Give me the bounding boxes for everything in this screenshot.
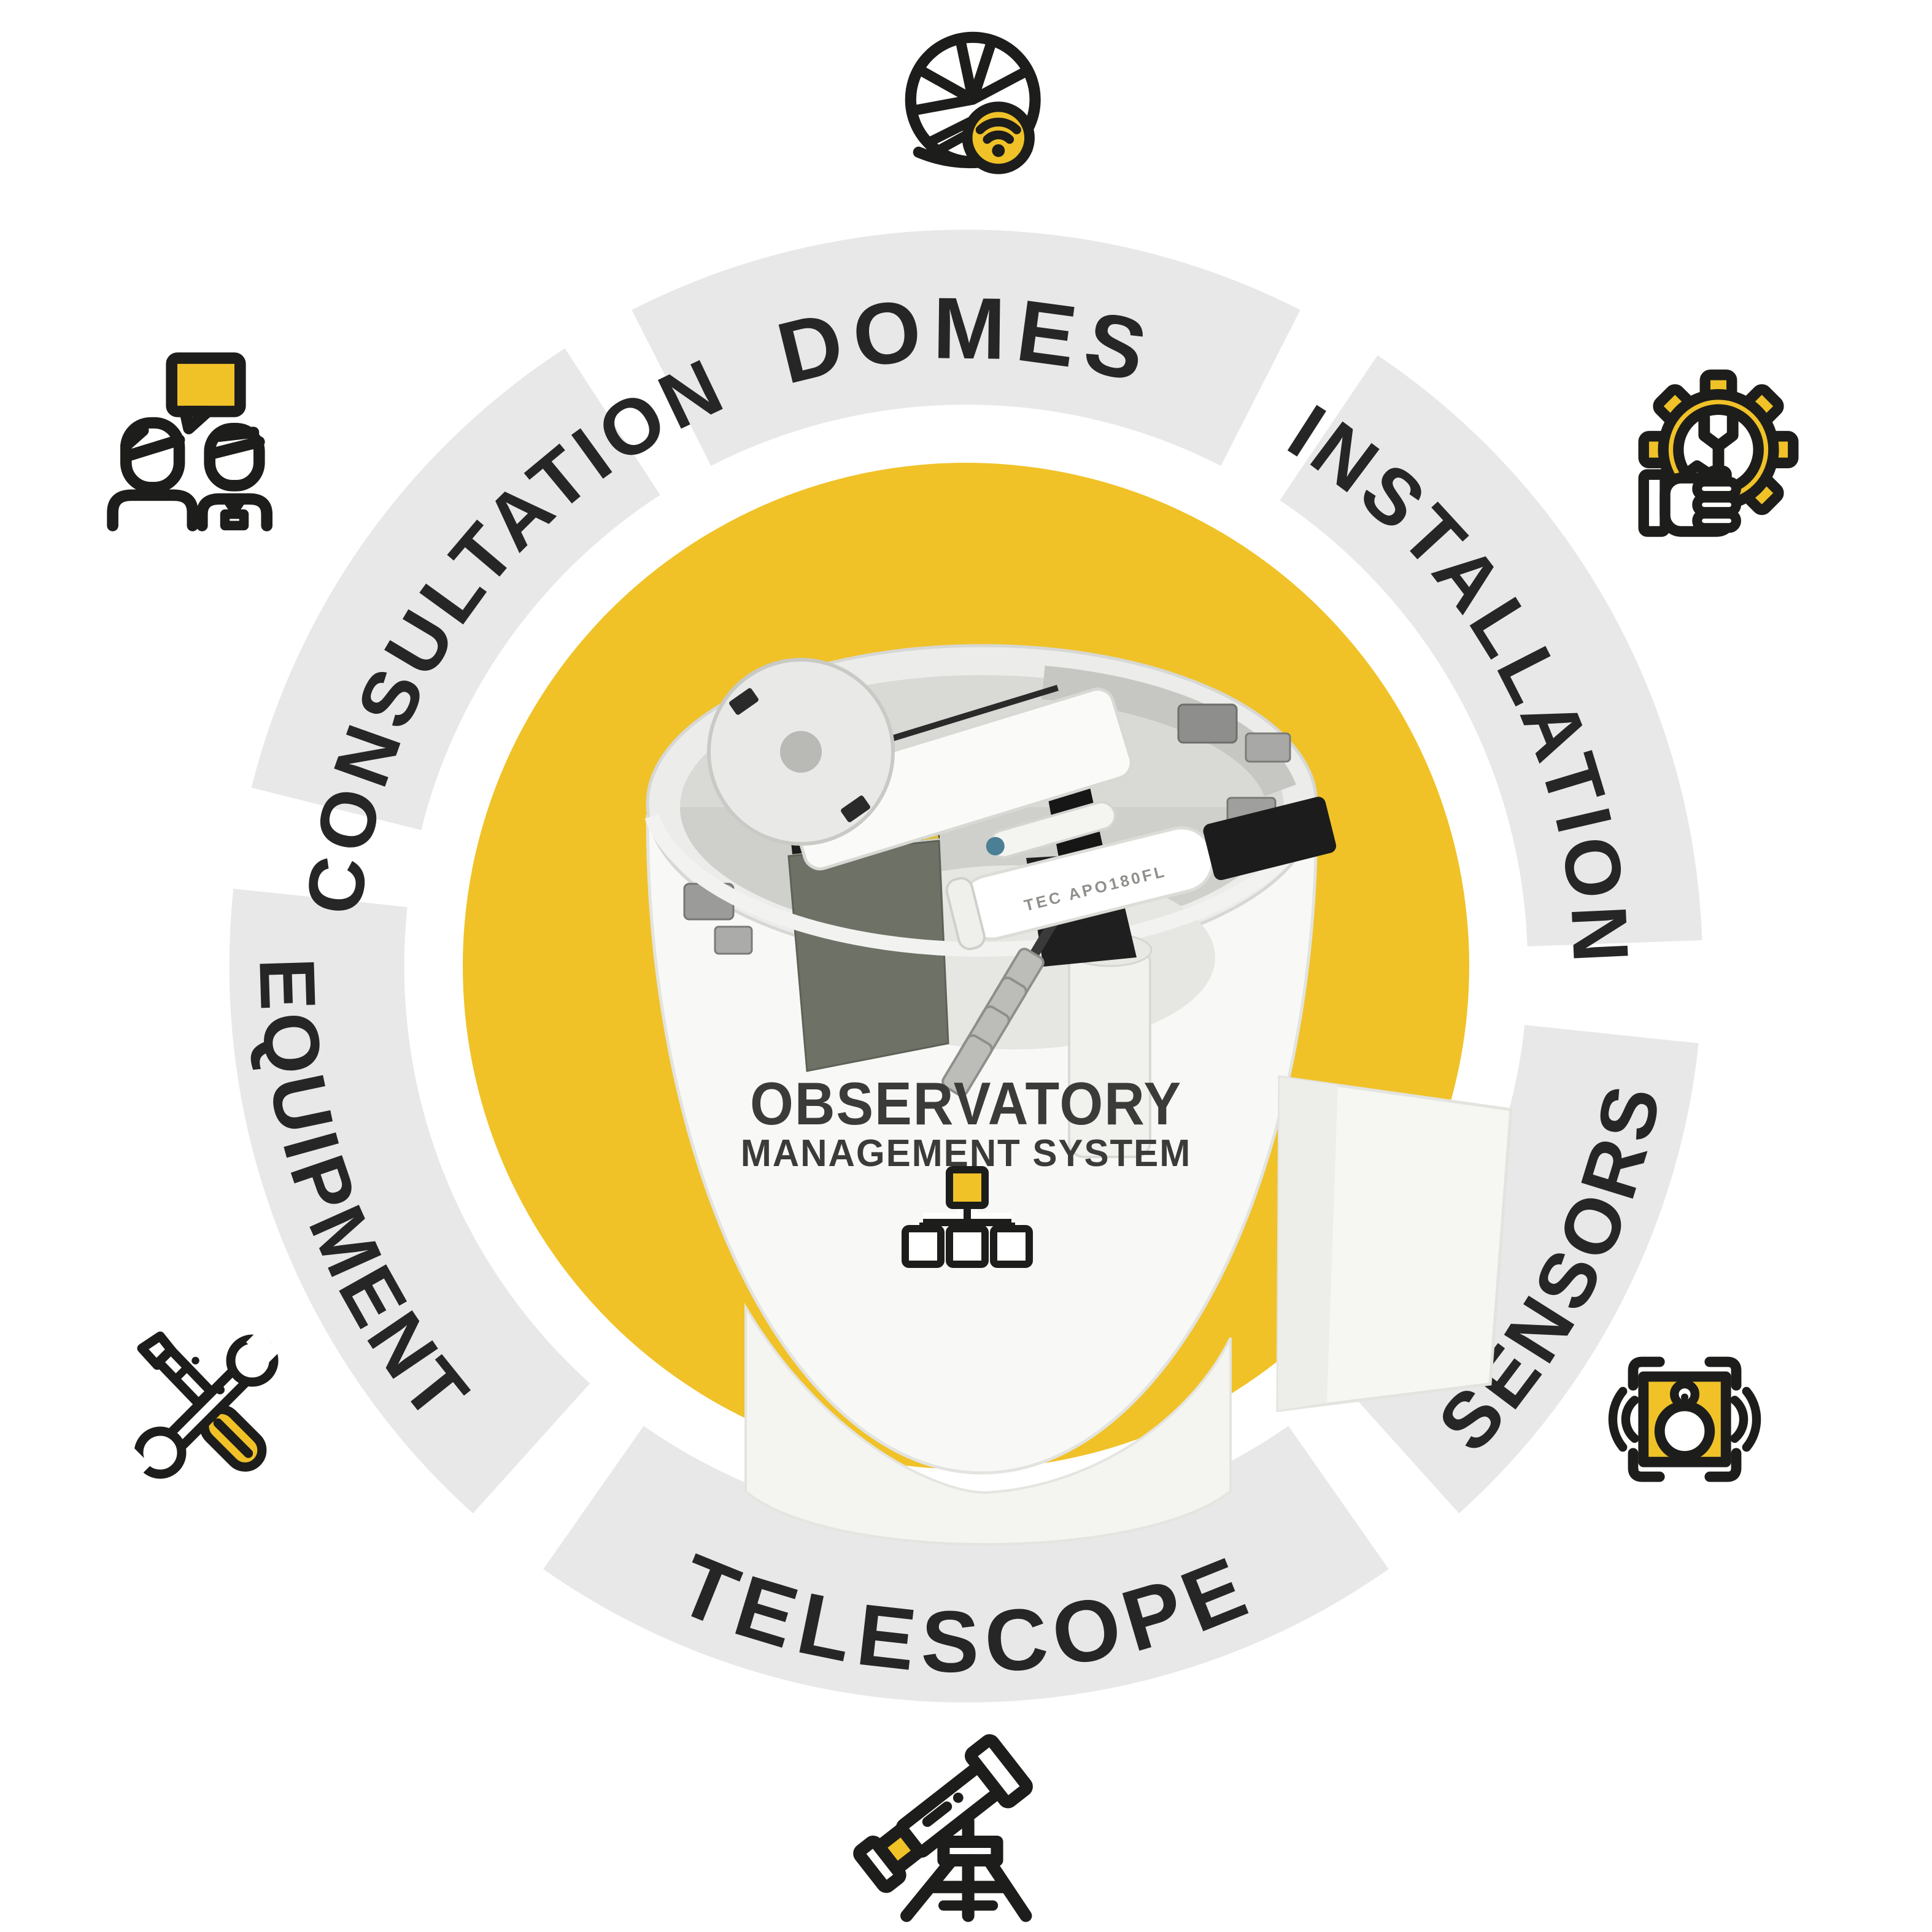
two-people-speech-bubble-icon (107, 352, 272, 531)
vibration-sensor-icon (1608, 1356, 1761, 1482)
title-line1: OBSERVATORY (750, 1070, 1182, 1138)
observatory-dome-photo: TEC APO180FL (644, 644, 1513, 1546)
gear-wrench-hand-icon (1638, 369, 1799, 537)
center-photo-disc: TEC APO180FL OBSERVATORY MANAGEMENT SYST… (463, 463, 1513, 1546)
segment-arc-telescope (543, 1425, 1389, 1703)
segment-arc-consultation (251, 348, 661, 831)
dome-shutters-wifi-icon (905, 31, 1041, 174)
center-title: OBSERVATORY MANAGEMENT SYSTEM (741, 1070, 1191, 1174)
dome-doorway (787, 840, 949, 1072)
telescope-tripod-icon (853, 1734, 1033, 1922)
network-hierarchy-icon (902, 1166, 1033, 1268)
segment-arc-installation (1279, 355, 1702, 947)
counterweight-stack (941, 948, 1045, 1097)
crossed-wrench-screwdriver-icon (117, 1330, 280, 1479)
segment-arc-domes (632, 230, 1300, 466)
segmented-ring (229, 230, 1702, 1703)
segment-arc-sensors (1341, 1024, 1699, 1513)
segment-arc-equipment (229, 889, 591, 1513)
refractor-tube: TEC APO180FL (945, 797, 1337, 951)
